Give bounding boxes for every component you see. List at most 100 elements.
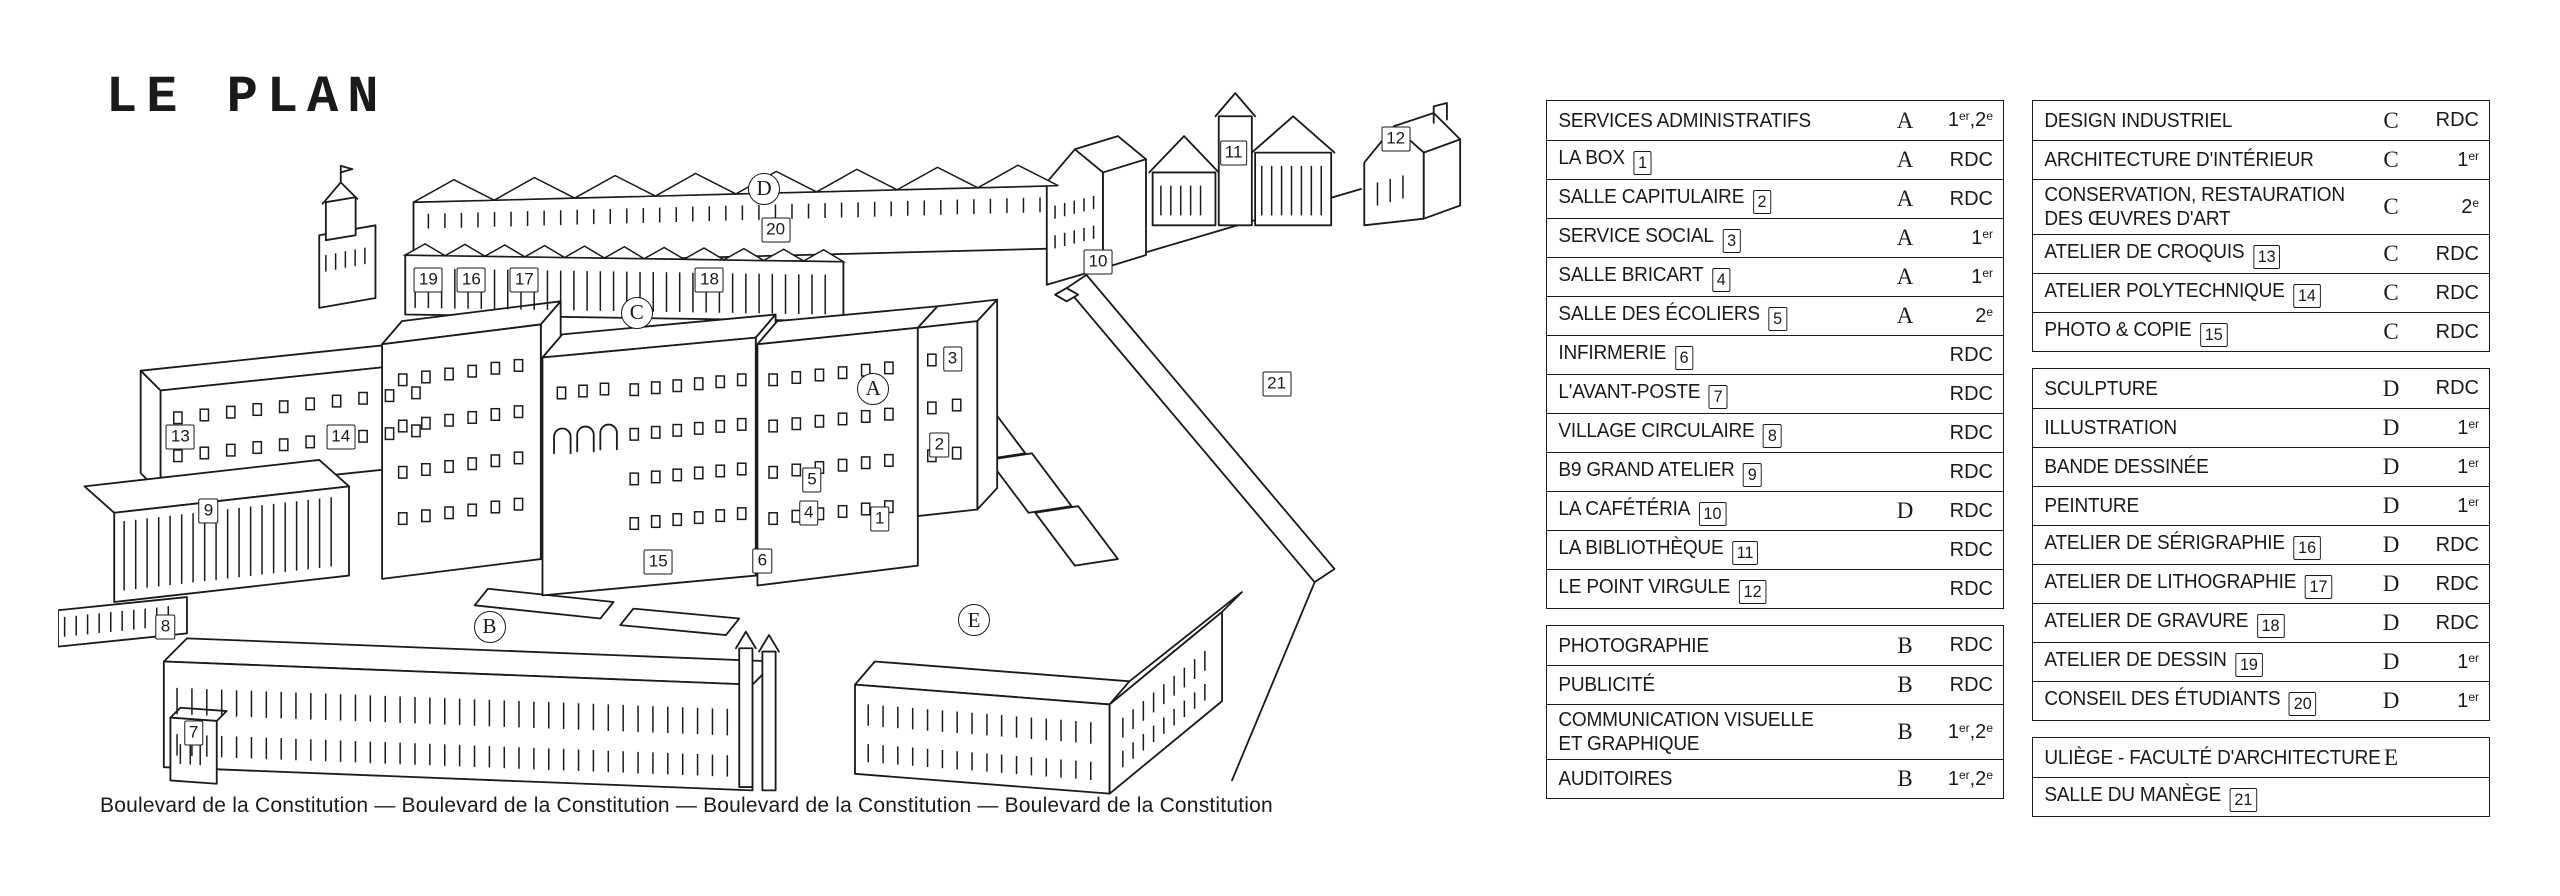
window — [884, 407, 894, 421]
window — [467, 457, 478, 471]
floor-label: RDC — [1949, 460, 1993, 483]
map-marker-4: 4 — [798, 500, 819, 526]
window-ticks — [179, 744, 201, 766]
window — [490, 454, 501, 468]
window — [444, 413, 454, 427]
floor-label: 1er — [1971, 226, 1993, 249]
floor-label: RDC — [1949, 673, 1993, 696]
map-marker-7: 7 — [183, 720, 204, 746]
building-letter: A — [1896, 147, 1914, 172]
building-letter: B — [1897, 672, 1913, 697]
building-letter: B — [1897, 632, 1913, 658]
window — [421, 462, 431, 477]
legend-label: AUDITOIRES — [1558, 768, 1673, 790]
building-letter: C — [2383, 319, 2399, 344]
window — [444, 367, 454, 381]
map-building-letter-E: E — [958, 604, 991, 637]
building-letter: D — [2382, 532, 2400, 557]
window — [421, 416, 431, 430]
window — [397, 512, 408, 526]
building-letter: A — [1896, 225, 1914, 250]
window — [814, 368, 825, 382]
floor-label: RDC — [2435, 281, 2479, 304]
building-letter: B — [1897, 766, 1913, 791]
window — [629, 427, 640, 441]
window — [358, 429, 368, 443]
building-letter: E — [2383, 744, 2399, 770]
building-letter: C — [2383, 147, 2399, 172]
marker-number-badge: 4 — [1711, 267, 1731, 292]
floor-label: RDC — [2435, 572, 2479, 595]
window — [331, 394, 342, 408]
window — [490, 361, 501, 375]
window — [672, 468, 683, 482]
floor-label: 1er — [2457, 416, 2479, 439]
map-marker-5: 5 — [802, 467, 822, 493]
window-ticks — [1260, 165, 1323, 216]
window — [421, 370, 431, 384]
window — [384, 389, 395, 403]
window — [411, 424, 421, 438]
legend-label: ILLUSTRATION — [2044, 417, 2177, 439]
map-marker-6: 6 — [752, 548, 773, 574]
window — [650, 515, 661, 529]
courtyard-strip — [473, 587, 615, 620]
marker-number-badge: 18 — [2256, 613, 2285, 638]
legend-label: PUBLICITÉ — [1558, 674, 1655, 696]
window — [768, 512, 779, 526]
floor-label: RDC — [2435, 109, 2479, 131]
marker-number-badge: 8 — [1763, 423, 1782, 448]
window — [513, 405, 524, 419]
site-boundary-lines — [1065, 188, 1362, 782]
window — [837, 412, 848, 426]
building-letter: D — [2382, 571, 2400, 596]
floor-label: RDC — [2435, 377, 2479, 399]
page-title: LE PLAN — [106, 68, 388, 127]
window — [672, 379, 683, 393]
window-ticks — [427, 197, 1041, 229]
map-marker-16: 16 — [456, 267, 486, 293]
campus-map-drawing — [58, 92, 1462, 795]
marker-number-badge: 1 — [1633, 150, 1652, 175]
window — [715, 464, 726, 478]
marker-number-badge: 16 — [2293, 535, 2321, 560]
building-letter: D — [2382, 688, 2400, 713]
marker-number-badge: 19 — [2235, 652, 2263, 677]
window — [305, 435, 316, 449]
window — [490, 500, 501, 514]
building-letter: A — [1896, 107, 1914, 133]
building-b9 — [83, 459, 350, 603]
building-13-14 — [139, 340, 446, 494]
window — [693, 421, 704, 435]
window — [513, 497, 524, 511]
arcade-arches — [553, 423, 618, 455]
marker-number-badge: 11 — [1731, 540, 1759, 565]
window — [397, 465, 408, 479]
floor-label: RDC — [1949, 634, 1993, 656]
building-letter: D — [2382, 610, 2400, 635]
window — [837, 504, 848, 518]
window — [444, 506, 454, 520]
window — [397, 373, 408, 387]
legend-label: ULIÈGE - FACULTÉ D'ARCHITECTURE — [2044, 746, 2381, 769]
window — [837, 458, 848, 472]
